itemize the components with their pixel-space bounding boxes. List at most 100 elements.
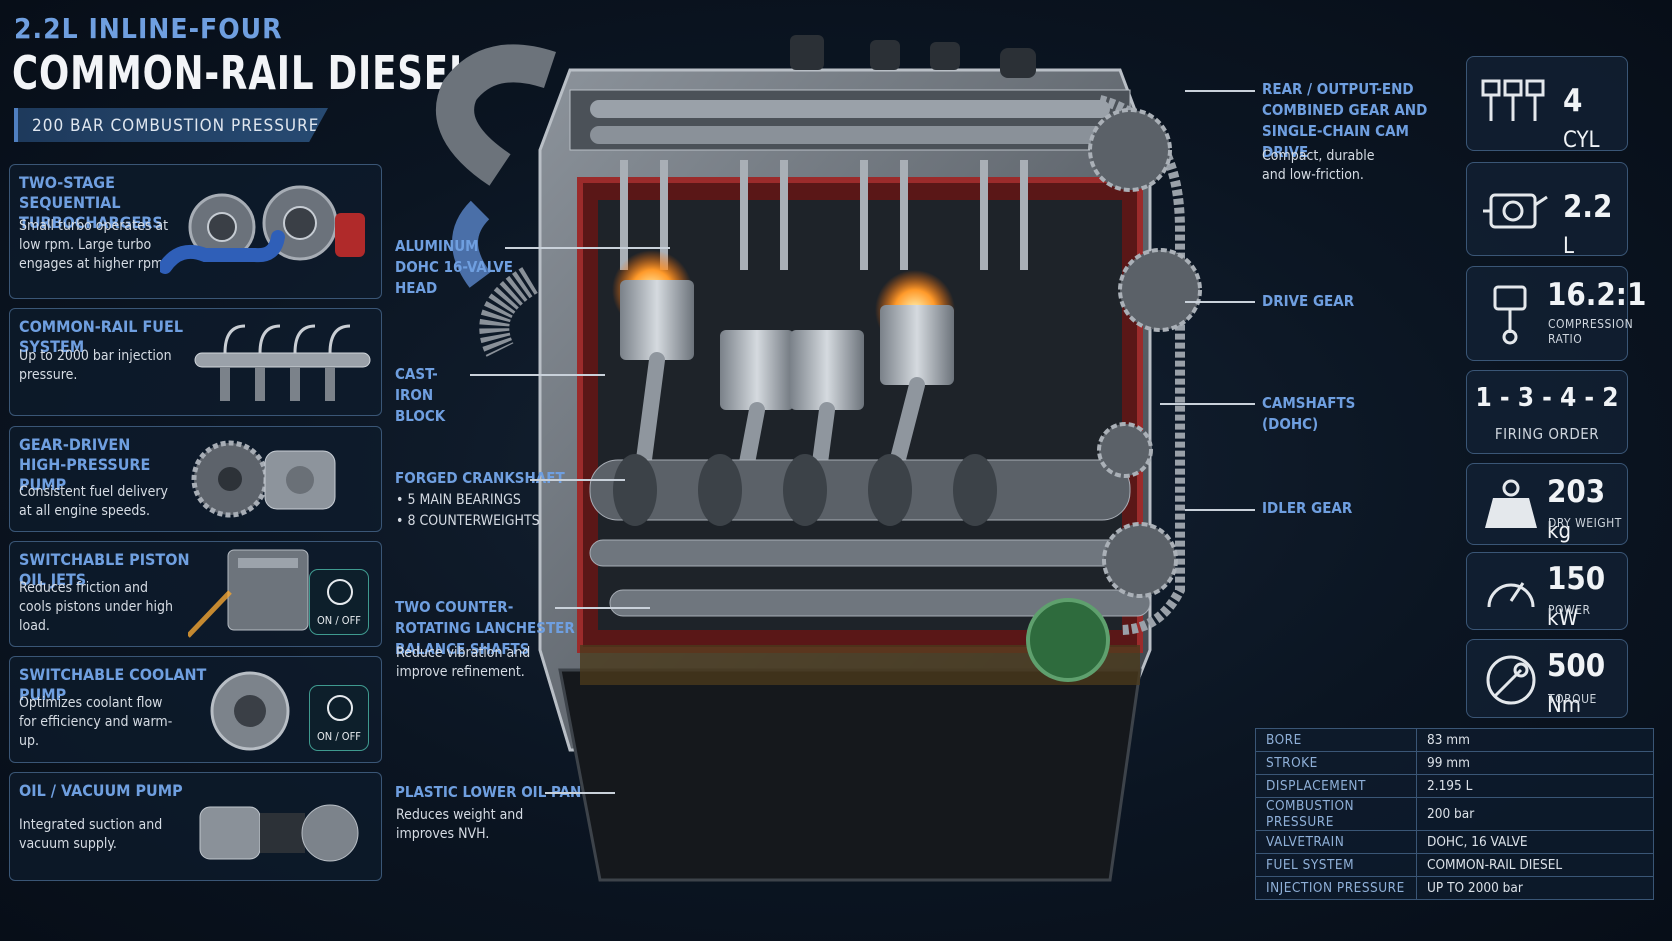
callout-camshafts: CAMSHAFTS (DOHC): [1262, 394, 1356, 433]
turbocharger-icon: [160, 185, 365, 274]
feature-desc: Consistent fuel delivery at all engine s…: [19, 484, 168, 519]
feature-title: SWITCHABLE COOLANT PUMP: [19, 665, 207, 704]
stat-sub: TORQUE: [1548, 692, 1597, 706]
spec-value: 2.195 L: [1416, 774, 1654, 798]
leader-line: [555, 607, 650, 609]
ribbon-text: 200 BAR COMBUSTION PRESSURE: [32, 116, 320, 136]
leader-line: [1185, 90, 1255, 92]
spec-value: 83 mm: [1416, 728, 1654, 752]
leader-line: [530, 479, 625, 481]
spec-key: FUEL SYSTEM: [1255, 853, 1417, 877]
crankshaft-bullet-1: • 5 MAIN BEARINGS: [396, 492, 521, 508]
stat-torque: 500 Nm TORQUE: [1466, 639, 1628, 718]
leader-line: [545, 792, 615, 794]
leader-line: [505, 247, 670, 249]
spec-value: 200 bar: [1416, 797, 1654, 831]
feature-card-hp-pump: GEAR-DRIVEN HIGH-PRESSURE PUMP Consisten…: [9, 426, 382, 532]
feature-title: GEAR-DRIVEN HIGH-PRESSURE PUMP: [19, 435, 151, 494]
toggle-oil-jets[interactable]: ON / OFF: [309, 569, 369, 635]
feature-desc: Integrated suction and vacuum supply.: [19, 817, 163, 852]
title-main: COMMON-RAIL DIESEL: [12, 46, 473, 100]
weight-icon: [1485, 479, 1537, 528]
feature-title: SWITCHABLE PISTON OIL JETS: [19, 550, 190, 589]
toggle-coolant-pump[interactable]: ON / OFF: [309, 685, 369, 751]
coolant-pump-icon: [210, 671, 290, 751]
spec-value: DOHC, 16 VALVE: [1416, 830, 1654, 854]
stat-value: 203 kg: [1547, 474, 1606, 544]
high-pressure-pump-icon: [191, 440, 336, 518]
cam-drive-desc: Compact, durable and low-friction.: [1262, 148, 1375, 183]
callout-aluminum-head: ALUMINUM DOHC 16-VALVE HEAD: [395, 237, 513, 297]
stat-sub: COMPRESSION RATIO: [1548, 317, 1634, 346]
spec-key: BORE: [1255, 728, 1417, 752]
callout-balance-shafts: TWO COUNTER-ROTATING LANCHESTER BALANCE …: [395, 598, 575, 658]
feature-card-common-rail: COMMON-RAIL FUEL SYSTEM Up to 2000 bar i…: [9, 308, 382, 416]
spec-value: 99 mm: [1416, 751, 1654, 775]
feature-card-turbochargers: TWO-STAGE SEQUENTIAL TURBOCHARGERS Small…: [9, 164, 382, 299]
spec-key: VALVETRAIN: [1255, 830, 1417, 854]
feature-title: OIL / VACUUM PUMP: [19, 781, 183, 800]
fuel-rail-icon: [194, 324, 371, 401]
toggle-icon: [327, 579, 353, 605]
toggle-label: ON / OFF: [317, 730, 361, 743]
stat-value: 16.2:1: [1547, 277, 1647, 313]
balance-shafts-desc: Reduce vibration and improve refinement.: [396, 645, 531, 680]
feature-title: TWO-STAGE SEQUENTIAL TURBOCHARGERS: [19, 173, 163, 232]
title-ribbon: 200 BAR COMBUSTION PRESSURE: [14, 108, 328, 142]
stat-power: 150 kW POWER: [1466, 552, 1628, 631]
torque-icon: [1486, 655, 1536, 705]
stat-cylinders: 4 CYL: [1466, 56, 1628, 153]
feature-title: COMMON-RAIL FUEL SYSTEM: [19, 317, 183, 356]
stat-sub: DRY WEIGHT: [1548, 516, 1622, 530]
spec-key: STROKE: [1255, 751, 1417, 775]
gauge-icon: [1487, 582, 1535, 608]
engine-cutaway-illustration: [436, 35, 1202, 882]
feature-desc: Reduces friction and cools pistons under…: [19, 580, 173, 634]
feature-card-vacuum-pump: OIL / VACUUM PUMP Integrated suction and…: [9, 772, 382, 881]
stat-value: 2.2 L: [1563, 189, 1613, 259]
leader-line: [1185, 509, 1255, 511]
spec-key: DISPLACEMENT: [1255, 774, 1417, 798]
stat-sub: POWER: [1548, 603, 1591, 617]
stat-firing-order: 1 - 3 - 4 - 2 FIRING ORDER: [1466, 370, 1628, 454]
feature-card-coolant-pump: SWITCHABLE COOLANT PUMP Optimizes coolan…: [9, 656, 382, 763]
callout-drive-gear: DRIVE GEAR: [1262, 292, 1355, 310]
title-line1: 2.2L INLINE-FOUR: [14, 12, 283, 45]
stat-value: 500 Nm: [1547, 648, 1606, 718]
spec-key: INJECTION PRESSURE: [1255, 876, 1417, 900]
feature-desc: Optimizes coolant flow for efficiency an…: [19, 695, 173, 749]
feature-card-oil-jets: SWITCHABLE PISTON OIL JETS Reduces frict…: [9, 541, 382, 647]
vacuum-pump-icon: [199, 804, 359, 862]
feature-desc: Small turbo operates at low rpm. Large t…: [19, 218, 169, 272]
callout-oil-pan: PLASTIC LOWER OIL PAN: [395, 783, 582, 801]
toggle-icon: [327, 695, 353, 721]
stat-value: 4 CYL: [1563, 83, 1600, 153]
spec-key: COMBUSTION PRESSURE: [1255, 797, 1417, 831]
callout-forged-crankshaft: FORGED CRANKSHAFT: [395, 469, 565, 487]
oil-pan-desc: Reduces weight and improves NVH.: [396, 807, 524, 842]
leader-line: [1185, 301, 1255, 303]
leader-line: [470, 374, 605, 376]
crankshaft-bullet-2: • 8 COUNTERWEIGHTS: [396, 513, 540, 529]
callout-idler-gear: IDLER GEAR: [1262, 499, 1353, 517]
stat-value: 1 - 3 - 4 - 2: [1475, 383, 1619, 413]
callout-cast-iron-block: CAST-IRON BLOCK: [395, 365, 446, 425]
pistons-icon: [1481, 79, 1545, 121]
piston-oil-jet-icon: [188, 549, 309, 638]
stat-dry-weight: 203 kg DRY WEIGHT: [1466, 463, 1628, 545]
stat-sub: FIRING ORDER: [1494, 425, 1600, 443]
leader-line: [1160, 403, 1255, 405]
piston-icon: [1493, 285, 1527, 345]
toggle-label: ON / OFF: [317, 614, 361, 627]
stat-displacement: 2.2 L: [1466, 162, 1628, 259]
spec-value: COMMON-RAIL DIESEL: [1416, 853, 1654, 877]
feature-desc: Up to 2000 bar injection pressure.: [19, 348, 172, 383]
callout-cam-drive: REAR / OUTPUT-END COMBINED GEAR AND SING…: [1262, 80, 1428, 161]
